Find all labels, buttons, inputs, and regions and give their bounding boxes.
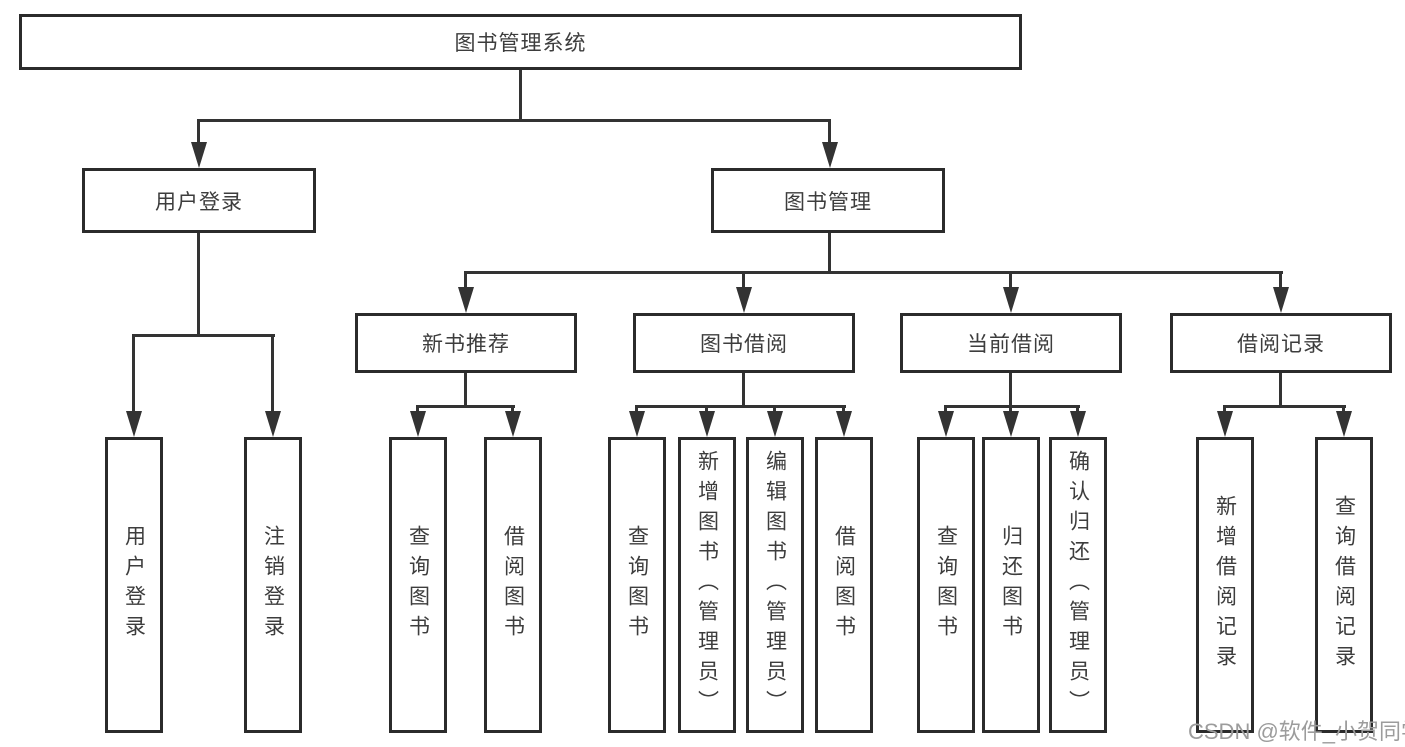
node-user-login: 用户登录 <box>82 168 316 233</box>
node-new-book-recommend: 新书推荐 <box>355 313 577 373</box>
connector-line <box>416 405 419 415</box>
leaf-query-books-borrowing: 查询图书 <box>608 437 666 733</box>
connector-line <box>1009 271 1012 289</box>
arrow-down-icon <box>126 411 142 437</box>
leaf-logout: 注销登录 <box>244 437 302 733</box>
node-borrowing-records: 借阅记录 <box>1170 313 1392 373</box>
leaf-borrow-books-recommend: 借阅图书 <box>484 437 542 733</box>
connector-line <box>1009 405 1012 415</box>
leaf-add-books-admin: 新增图书（管理员） <box>678 437 736 733</box>
leaf-query-books-recommend: 查询图书 <box>389 437 447 733</box>
connector-line <box>519 70 522 120</box>
arrow-down-icon <box>265 411 281 437</box>
connector-line <box>944 405 947 415</box>
arrow-down-icon <box>505 411 521 437</box>
leaf-add-borrow-record: 新增借阅记录 <box>1196 437 1254 733</box>
arrow-down-icon <box>191 142 207 168</box>
connector-line <box>1342 405 1345 415</box>
arrow-down-icon <box>836 411 852 437</box>
connector-line <box>944 405 1080 408</box>
connector-line <box>635 405 638 415</box>
arrow-down-icon <box>1003 287 1019 313</box>
arrow-down-icon <box>699 411 715 437</box>
connector-line <box>1009 373 1012 408</box>
connector-line <box>197 119 200 149</box>
leaf-borrow-books: 借阅图书 <box>815 437 873 733</box>
arrow-down-icon <box>736 287 752 313</box>
connector-line <box>271 334 274 416</box>
arrow-down-icon <box>1273 287 1289 313</box>
arrow-down-icon <box>458 287 474 313</box>
arrow-down-icon <box>767 411 783 437</box>
connector-line <box>842 405 845 415</box>
connector-line <box>464 271 467 289</box>
connector-line <box>1223 405 1226 415</box>
arrow-down-icon <box>629 411 645 437</box>
arrow-down-icon <box>822 142 838 168</box>
connector-line <box>1279 373 1282 408</box>
connector-line <box>635 405 846 408</box>
connector-line <box>197 119 831 122</box>
connector-line <box>1279 271 1282 289</box>
connector-line <box>705 405 708 415</box>
connector-line <box>1076 405 1079 415</box>
node-current-borrowing: 当前借阅 <box>900 313 1122 373</box>
node-library-system: 图书管理系统 <box>19 14 1022 70</box>
connector-line <box>742 373 745 408</box>
leaf-query-books-current: 查询图书 <box>917 437 975 733</box>
arrow-down-icon <box>938 411 954 437</box>
connector-line <box>773 405 776 415</box>
connector-line <box>828 119 831 149</box>
arrow-down-icon <box>1003 411 1019 437</box>
connector-line <box>1223 405 1346 408</box>
arrow-down-icon <box>1070 411 1086 437</box>
connector-line <box>416 405 515 408</box>
connector-line <box>742 271 745 289</box>
connector-line <box>464 373 467 408</box>
leaf-user-login: 用户登录 <box>105 437 163 733</box>
csdn-watermark: CSDN @软件_小贺同学 <box>1188 719 1405 744</box>
leaf-return-books: 归还图书 <box>982 437 1040 733</box>
leaf-query-borrow-record: 查询借阅记录 <box>1315 437 1373 733</box>
leaf-confirm-return-admin: 确认归还（管理员） <box>1049 437 1107 733</box>
connector-line <box>132 334 275 337</box>
leaf-edit-books-admin: 编辑图书（管理员） <box>746 437 804 733</box>
connector-line <box>511 405 514 415</box>
arrow-down-icon <box>1217 411 1233 437</box>
node-book-borrowing: 图书借阅 <box>633 313 855 373</box>
arrow-down-icon <box>1336 411 1352 437</box>
connector-line <box>132 334 135 416</box>
connector-line <box>464 271 1283 274</box>
connector-line <box>828 233 831 274</box>
arrow-down-icon <box>410 411 426 437</box>
connector-line <box>197 233 200 337</box>
node-book-management: 图书管理 <box>711 168 945 233</box>
